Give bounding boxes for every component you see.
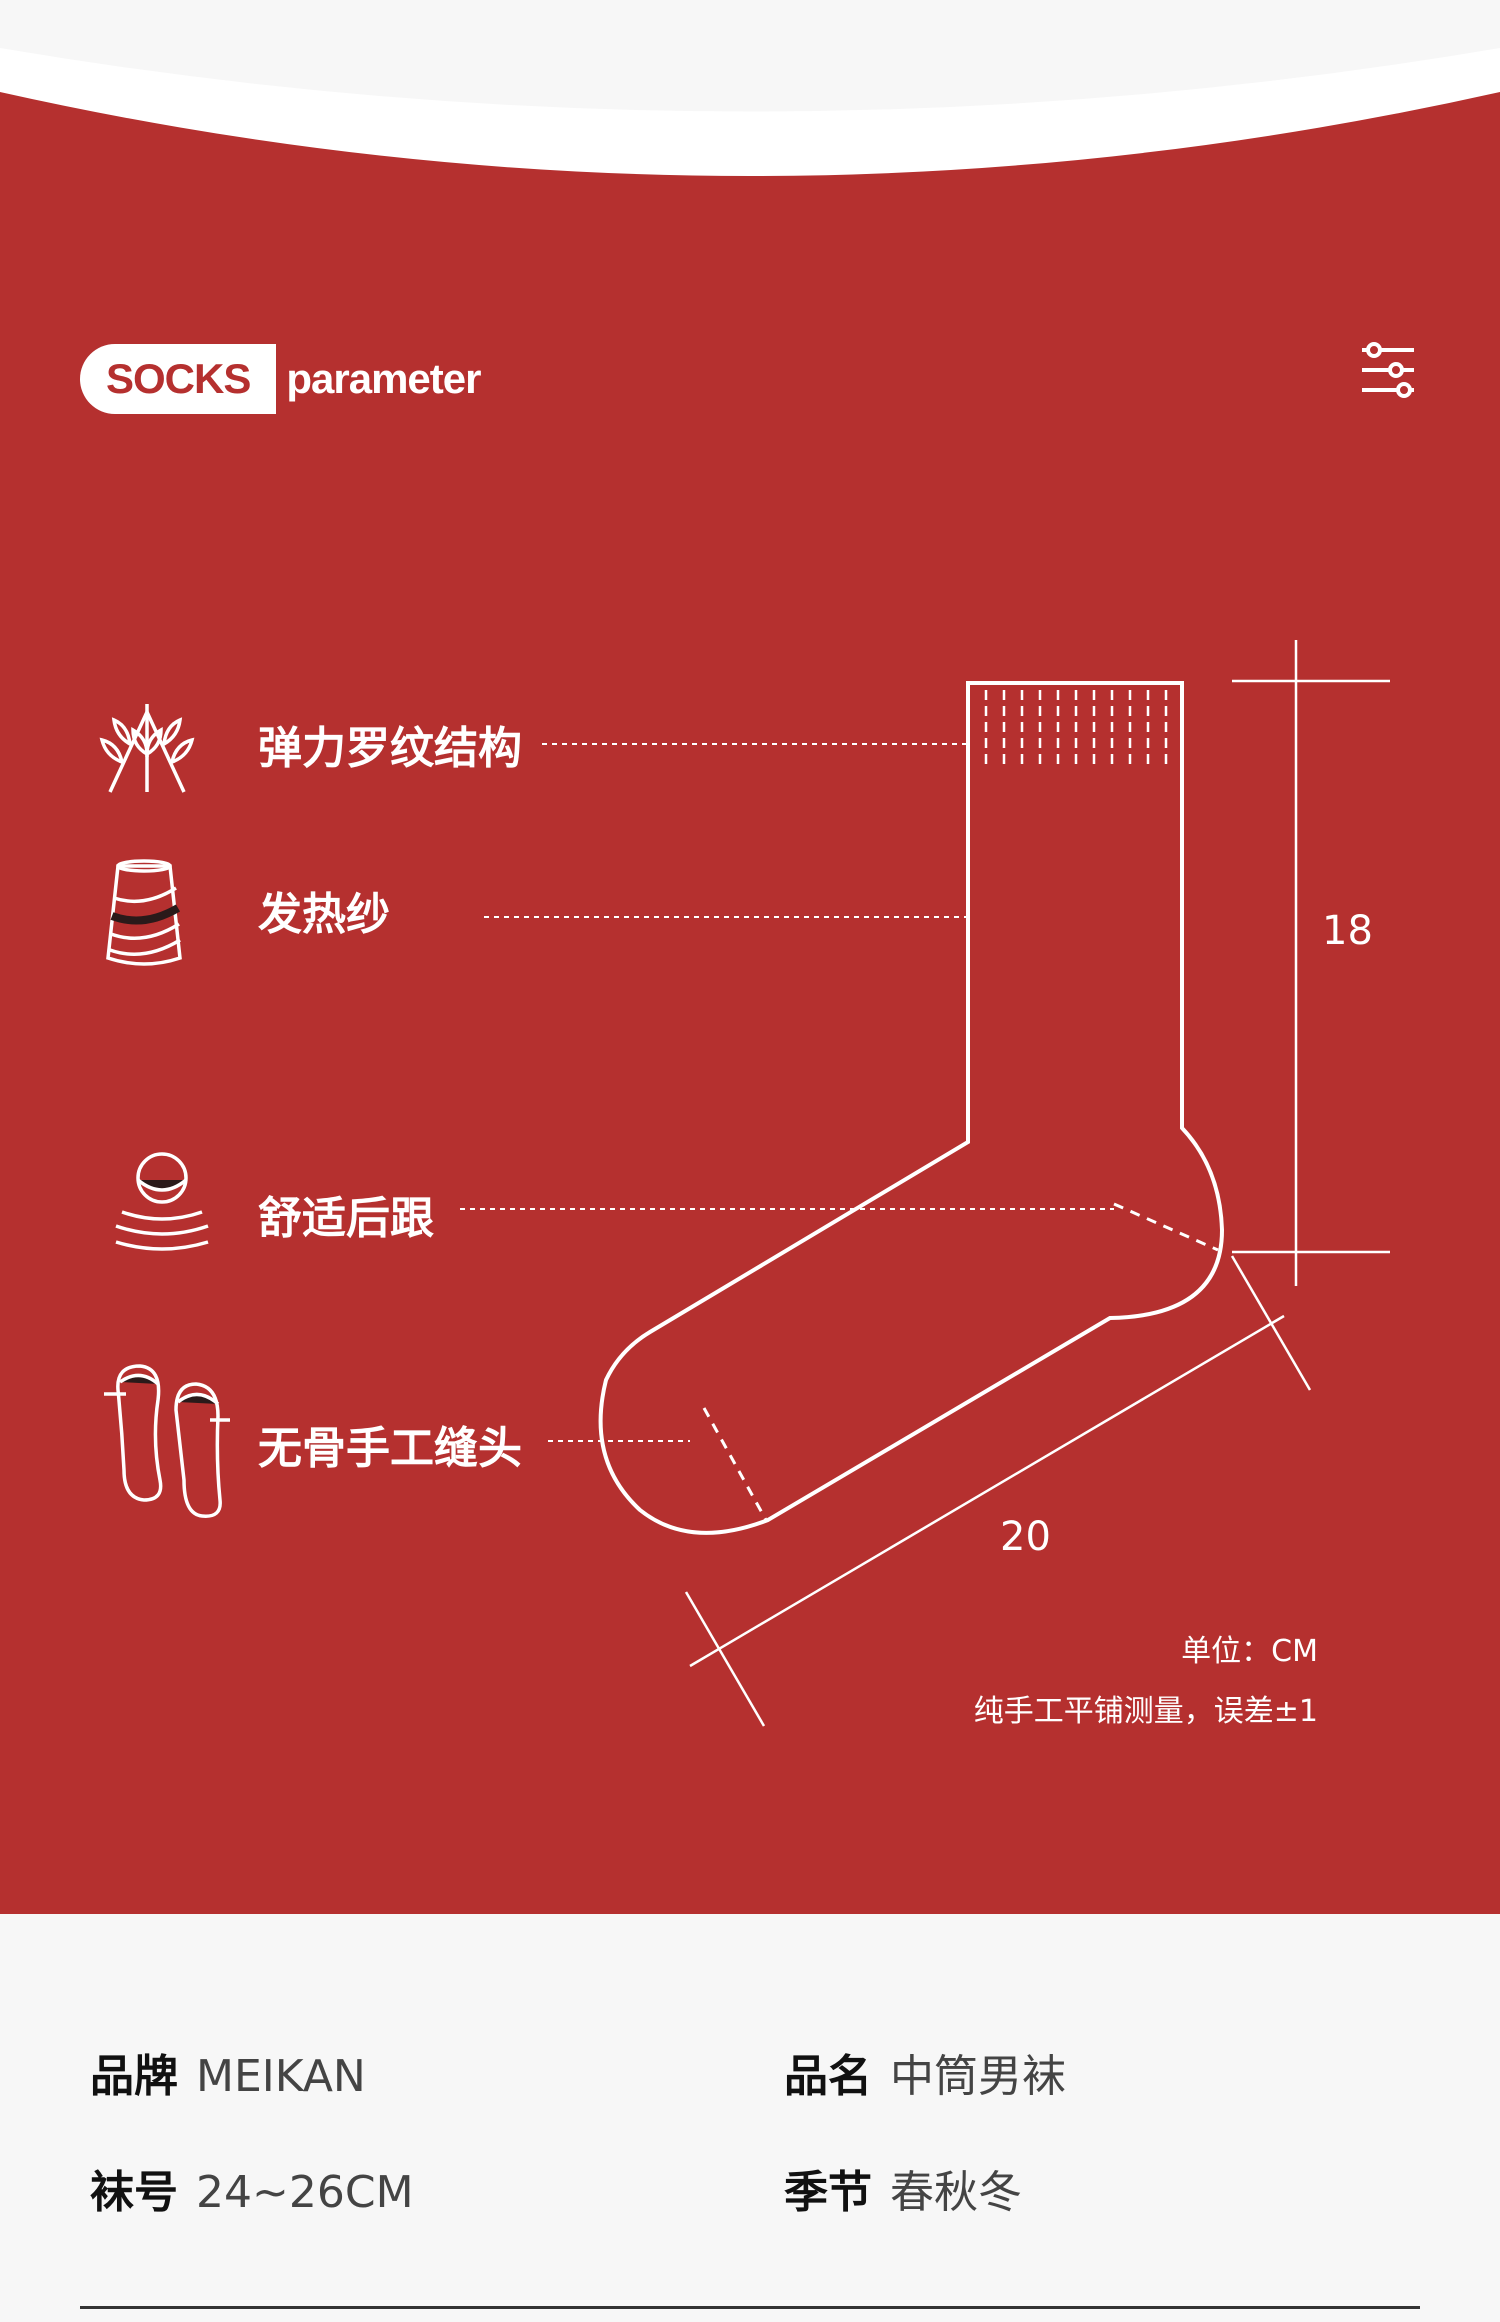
info-season-value: 春秋冬 — [890, 2167, 1022, 2218]
info-season: 季节春秋冬 — [784, 2156, 1022, 2220]
info-brand-value: MEIKAN — [196, 2051, 366, 2102]
measure-note: 纯手工平铺测量，误差±1 — [973, 1694, 1318, 1729]
info-size: 袜号 24~26CM — [90, 2156, 414, 2220]
info-size-key: 袜号 — [90, 2167, 178, 2218]
info-product-name: 品名中筒男袜 — [784, 2040, 1066, 2104]
length-value: 20 — [1000, 1514, 1051, 1560]
info-product-name-key: 品名 — [784, 2051, 872, 2102]
toe-seam-icon — [104, 1364, 230, 1518]
feature-label-heel: 舒适后跟 — [258, 1193, 434, 1244]
socks-parameter-badge: SOCKS parameter — [80, 344, 481, 414]
parameter-panel — [0, 0, 1500, 1914]
feature-label-rib: 弹力罗纹结构 — [258, 723, 522, 774]
sliders-icon — [1362, 342, 1414, 398]
info-brand-key: 品牌 — [90, 2051, 178, 2102]
yarn-spool-icon — [106, 859, 182, 966]
badge-socks: SOCKS — [80, 344, 277, 414]
badge-parameter: parameter — [286, 355, 481, 402]
unit-note: 单位：CM — [1181, 1634, 1318, 1669]
info-brand: 品牌 MEIKAN — [90, 2040, 366, 2104]
info-product-name-value: 中筒男袜 — [890, 2051, 1066, 2102]
bottom-divider — [80, 2306, 1420, 2309]
info-season-key: 季节 — [784, 2167, 872, 2218]
sock-diagram — [460, 640, 1390, 1727]
feature-label-toe: 无骨手工缝头 — [258, 1423, 522, 1474]
feature-label-yarn: 发热纱 — [258, 889, 390, 940]
top-wave — [0, 0, 1500, 176]
height-value: 18 — [1322, 908, 1373, 954]
info-size-value: 24~26CM — [196, 2167, 414, 2218]
heel-cushion-icon — [115, 1152, 209, 1251]
leader-lines — [460, 743, 1114, 1442]
wheat-icon — [99, 704, 195, 793]
